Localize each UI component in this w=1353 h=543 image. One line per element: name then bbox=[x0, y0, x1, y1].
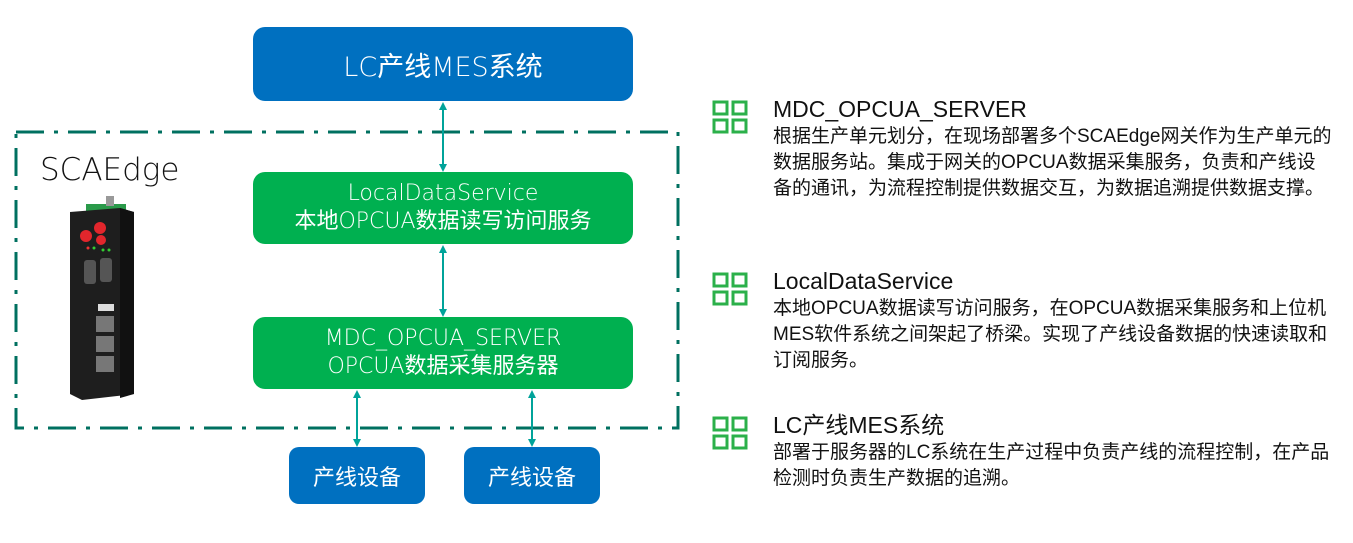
mdc-opcua-server-box: MDC_OPCUA_SERVER OPCUA数据采集服务器 bbox=[253, 317, 633, 389]
production-device-box-1: 产线设备 bbox=[289, 447, 425, 504]
description-body: 根据生产单元划分，在现场部署多个SCAEdge网关作为生产单元的数据服务站。集成… bbox=[773, 126, 1332, 199]
local-data-service-title: LocalDataService bbox=[347, 181, 539, 206]
grid-icon bbox=[712, 100, 748, 134]
scaedge-dashdot-border bbox=[14, 130, 680, 430]
mdc-opcua-server-title: MDC_OPCUA_SERVER bbox=[324, 326, 562, 351]
description-body: 部署于服务器的LC系统在生产过程中负责产线的流程控制，在产品检测时负责生产数据的… bbox=[773, 442, 1330, 489]
production-device-label: 产线设备 bbox=[312, 465, 401, 491]
production-device-label: 产线设备 bbox=[487, 465, 576, 491]
grid-icon bbox=[712, 272, 748, 306]
mdc-opcua-server-subtitle: OPCUA数据采集服务器 bbox=[327, 354, 559, 379]
description-title: LC产线MES系统 bbox=[773, 412, 945, 438]
production-device-box-2: 产线设备 bbox=[464, 447, 600, 504]
mes-system-label: LC产线MES系统 bbox=[343, 51, 543, 83]
local-data-service-subtitle: 本地OPCUA数据读写访问服务 bbox=[294, 209, 592, 234]
scaedge-label: SCAEdge bbox=[40, 152, 180, 188]
description-title: LocalDataService bbox=[773, 268, 954, 294]
local-data-service-box: LocalDataService 本地OPCUA数据读写访问服务 bbox=[253, 172, 633, 244]
scaedge-gateway-device-image bbox=[70, 196, 134, 400]
mes-system-box: LC产线MES系统 bbox=[253, 27, 633, 101]
description-body: 本地OPCUA数据读写访问服务，在OPCUA数据采集服务和上位机MES软件系统之… bbox=[773, 298, 1328, 371]
description-title: MDC_OPCUA_SERVER bbox=[773, 96, 1027, 122]
grid-icon bbox=[712, 416, 748, 450]
